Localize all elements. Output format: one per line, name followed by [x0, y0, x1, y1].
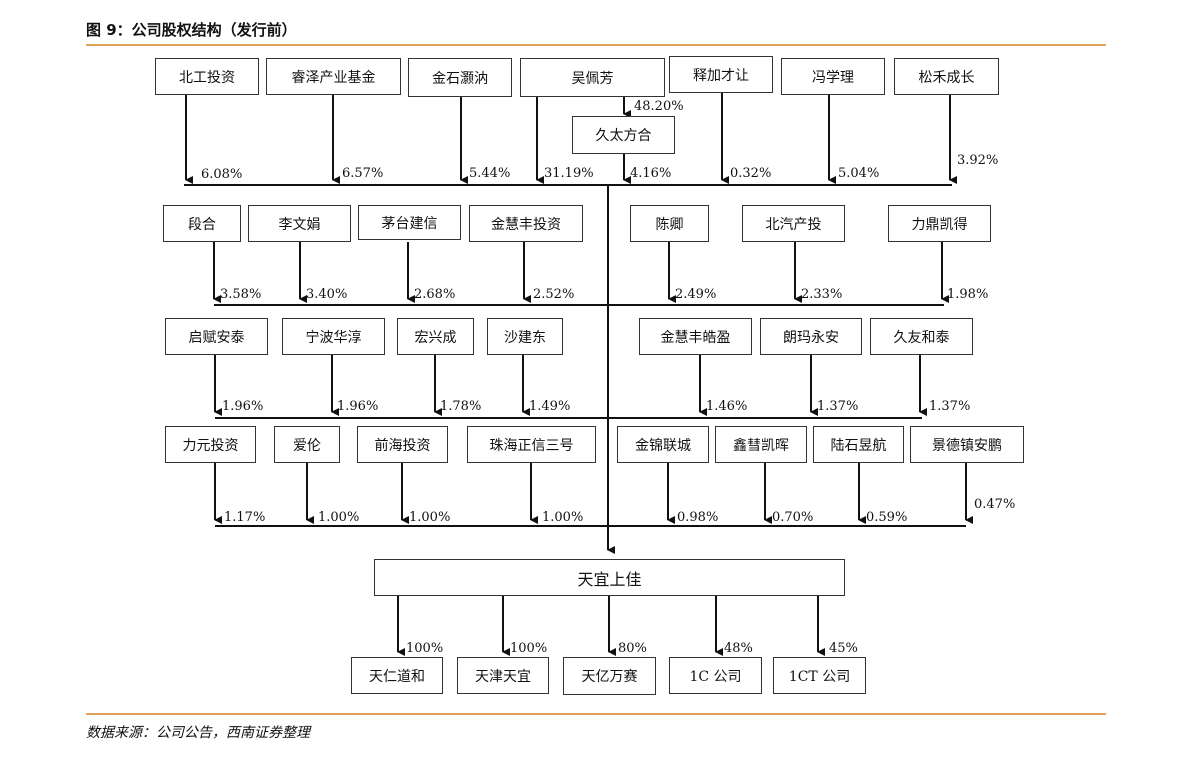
company-box: 天宜上佳 [374, 559, 845, 596]
subsidiary-box: 天仁道和 [351, 657, 443, 694]
bottom-rule [86, 713, 1106, 715]
ownership-pct: 1.37% [817, 399, 859, 414]
ownership-pct: 5.44% [469, 166, 511, 181]
subsidiary-box: 1C 公司 [669, 657, 762, 694]
shareholder-box: 冯学理 [781, 58, 885, 95]
ownership-pct: 1.17% [224, 510, 266, 525]
shareholder-box: 陆石昱航 [813, 426, 904, 463]
shareholder-box: 吴佩芳 [520, 58, 665, 97]
ownership-pct: 2.49% [675, 287, 717, 302]
shareholder-box: 前海投资 [357, 426, 448, 463]
figure-title: 图 9：公司股权结构（发行前） [86, 21, 297, 39]
shareholder-box: 北汽产投 [742, 205, 845, 242]
ownership-pct: 0.32% [730, 166, 772, 181]
ownership-pct: 31.19% [544, 166, 594, 181]
ownership-pct: 0.59% [866, 510, 908, 525]
shareholder-box: 李文娟 [248, 205, 351, 242]
ownership-pct: 1.96% [222, 399, 264, 414]
shareholder-box: 宏兴成 [397, 318, 474, 355]
ownership-pct: 1.98% [947, 287, 989, 302]
subsidiary-box: 天津天宜 [457, 657, 549, 694]
shareholder-box: 久友和泰 [870, 318, 973, 355]
ownership-pct: 3.40% [306, 287, 348, 302]
ownership-pct: 1.96% [337, 399, 379, 414]
ownership-pct: 2.68% [414, 287, 456, 302]
ownership-pct: 6.57% [342, 166, 384, 181]
ownership-pct: 100% [510, 641, 548, 656]
ownership-pct: 0.98% [677, 510, 719, 525]
shareholder-box: 陈卿 [630, 205, 709, 242]
shareholder-box: 珠海正信三号 [467, 426, 596, 463]
shareholder-box: 力元投资 [165, 426, 256, 463]
shareholder-box: 金锦联城 [617, 426, 709, 463]
ownership-pct: 3.58% [220, 287, 262, 302]
shareholder-box: 段合 [163, 205, 241, 242]
shareholder-box: 爱伦 [274, 426, 340, 463]
ownership-pct: 1.78% [440, 399, 482, 414]
ownership-pct: 4.16% [630, 166, 672, 181]
shareholder-box: 启赋安泰 [165, 318, 268, 355]
ownership-pct: 0.70% [772, 510, 814, 525]
shareholder-box: 力鼎凯得 [888, 205, 991, 242]
source-note: 数据来源：公司公告，西南证券整理 [86, 725, 310, 741]
shareholder-box: 释加才让 [669, 56, 773, 93]
subsidiary-box: 1CT 公司 [773, 657, 866, 694]
ownership-pct: 48% [724, 641, 753, 656]
ownership-pct: 1.00% [409, 510, 451, 525]
ownership-pct: 6.08% [201, 167, 243, 182]
subsidiary-box: 天亿万赛 [563, 657, 656, 695]
shareholder-box: 久太方合 [572, 116, 675, 154]
ownership-pct: 2.52% [533, 287, 575, 302]
ownership-pct: 1.00% [318, 510, 360, 525]
shareholder-box: 茅台建信 [358, 205, 461, 240]
shareholder-box: 景德镇安鹏 [910, 426, 1024, 463]
ownership-pct: 3.92% [957, 153, 999, 168]
shareholder-box: 松禾成长 [894, 58, 999, 95]
shareholder-box: 睿泽产业基金 [266, 58, 401, 95]
ownership-pct: 0.47% [974, 497, 1016, 512]
top-rule [86, 44, 1106, 46]
shareholder-box: 鑫彗凯晖 [715, 426, 807, 463]
ownership-pct: 2.33% [801, 287, 843, 302]
shareholder-box: 宁波华淳 [282, 318, 385, 355]
ownership-pct: 5.04% [838, 166, 880, 181]
ownership-pct: 1.49% [529, 399, 571, 414]
ownership-pct: 100% [406, 641, 444, 656]
ownership-pct: 1.37% [929, 399, 971, 414]
ownership-pct: 1.00% [542, 510, 584, 525]
shareholder-box: 金慧丰皓盈 [639, 318, 752, 355]
ownership-pct: 48.20% [634, 99, 684, 114]
ownership-pct: 45% [829, 641, 858, 656]
ownership-pct: 80% [618, 641, 647, 656]
shareholder-box: 金慧丰投资 [469, 205, 583, 242]
shareholder-box: 沙建东 [487, 318, 563, 355]
ownership-pct: 1.46% [706, 399, 748, 414]
shareholder-box: 北工投资 [155, 58, 259, 95]
shareholder-box: 朗玛永安 [760, 318, 862, 355]
shareholder-box: 金石灏汭 [408, 58, 512, 97]
